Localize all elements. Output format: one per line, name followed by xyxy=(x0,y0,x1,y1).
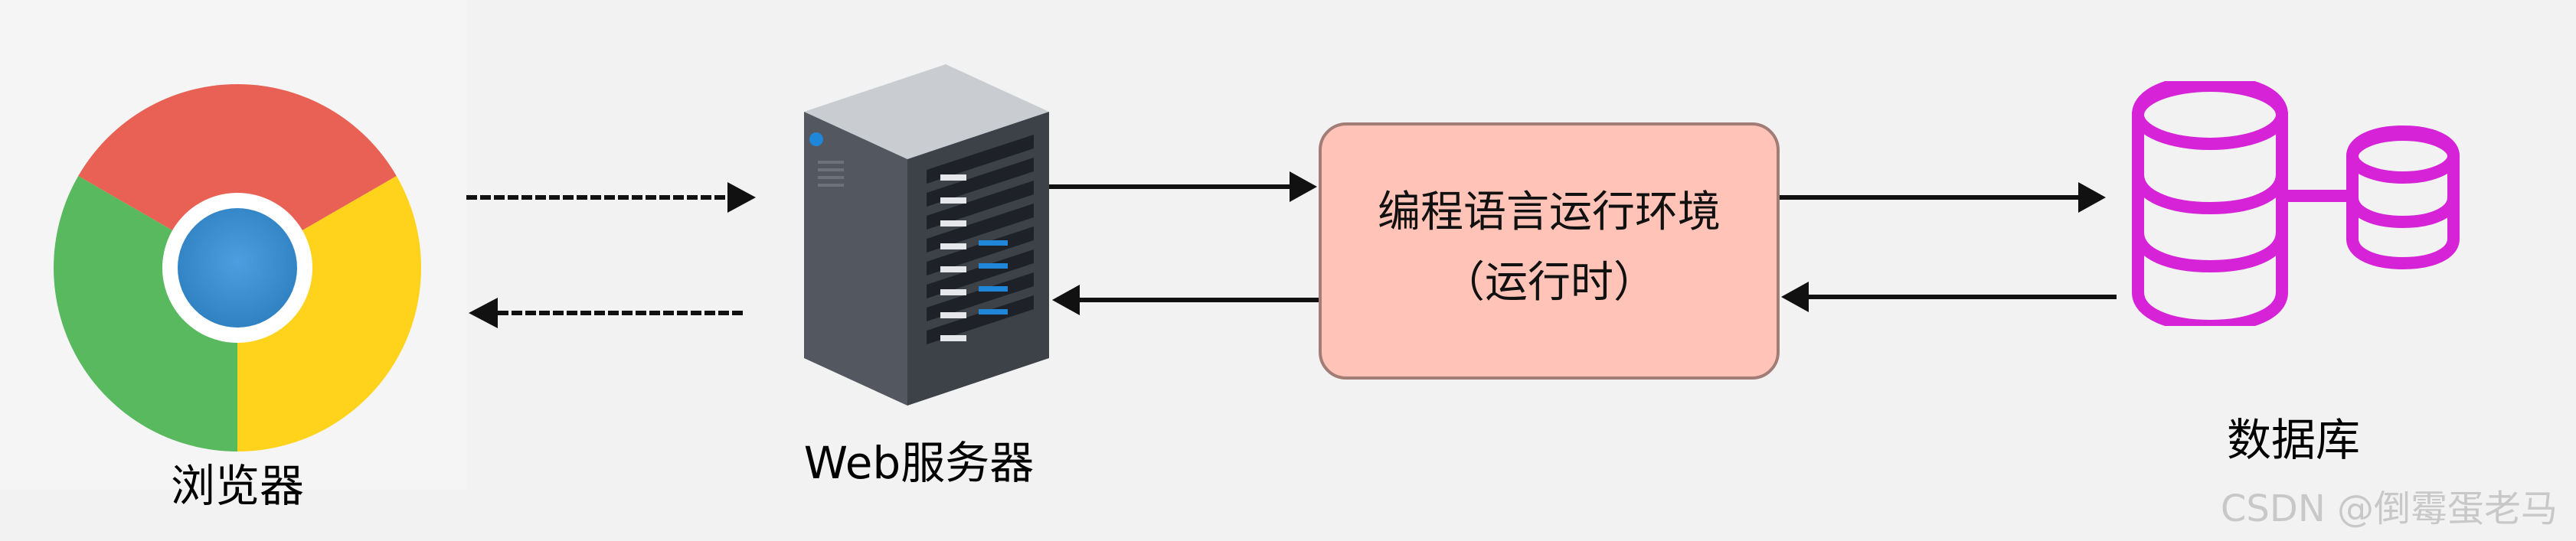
database-small-cylinder xyxy=(2346,125,2460,270)
server-vent-4 xyxy=(818,184,844,187)
runtime-title: 编程语言运行环境 xyxy=(1378,187,1721,237)
server-led-4 xyxy=(940,243,966,249)
server-icon xyxy=(804,64,1049,406)
server-led-8 xyxy=(940,335,966,341)
server-vent-1 xyxy=(818,161,844,164)
runtime-box: 编程语言运行环境 （运行时） xyxy=(1319,122,1780,380)
server-blue-status-2 xyxy=(979,263,1008,269)
server-blue-status-4 xyxy=(979,309,1008,314)
database-icon xyxy=(2132,81,2460,326)
server-drive-2 xyxy=(927,158,1034,207)
browser-blue-core xyxy=(178,208,297,328)
server-top-face xyxy=(804,64,1049,159)
web-server-label: Web服务器 xyxy=(803,437,1035,489)
server-left-face xyxy=(804,112,907,406)
database-label: 数据库 xyxy=(2226,414,2360,466)
database-small-ring xyxy=(2346,196,2460,229)
browser-icon xyxy=(54,84,421,451)
server-drive-1 xyxy=(927,135,1034,184)
runtime-to-server-arrowhead xyxy=(1052,285,1080,315)
runtime-to-database-arrowhead xyxy=(2078,182,2106,213)
server-drive-8 xyxy=(927,295,1034,344)
server-to-runtime-arrowhead xyxy=(1290,171,1317,202)
database-small-top xyxy=(2346,129,2460,184)
server-led-3 xyxy=(940,220,966,227)
watermark: CSDN @倒霉蛋老马 xyxy=(2220,487,2558,530)
server-led-6 xyxy=(940,289,966,295)
server-blue-status-3 xyxy=(979,286,1008,292)
server-drive-6 xyxy=(927,249,1034,298)
browser-to-server-arrowhead xyxy=(727,182,756,213)
server-drive-3 xyxy=(927,181,1034,230)
database-to-runtime-arrowhead xyxy=(1781,282,1809,312)
runtime-subtitle: （运行时） xyxy=(1442,258,1656,308)
server-blue-status-1 xyxy=(979,240,1008,246)
database-main-ring-1 xyxy=(2132,174,2288,215)
server-led-7 xyxy=(940,312,966,318)
server-drive-4 xyxy=(927,204,1034,253)
server-vent-3 xyxy=(818,176,844,179)
server-led-5 xyxy=(940,266,966,272)
server-vent-2 xyxy=(818,168,844,171)
server-drive-7 xyxy=(927,272,1034,321)
server-drive-5 xyxy=(927,227,1034,275)
server-power-light xyxy=(809,132,823,146)
server-led-1 xyxy=(940,174,966,181)
server-led-2 xyxy=(940,197,966,204)
database-main-ring-2 xyxy=(2132,232,2288,273)
server-to-browser-arrowhead xyxy=(469,298,498,328)
database-main-top xyxy=(2132,81,2288,150)
browser-label: 浏览器 xyxy=(170,460,304,512)
